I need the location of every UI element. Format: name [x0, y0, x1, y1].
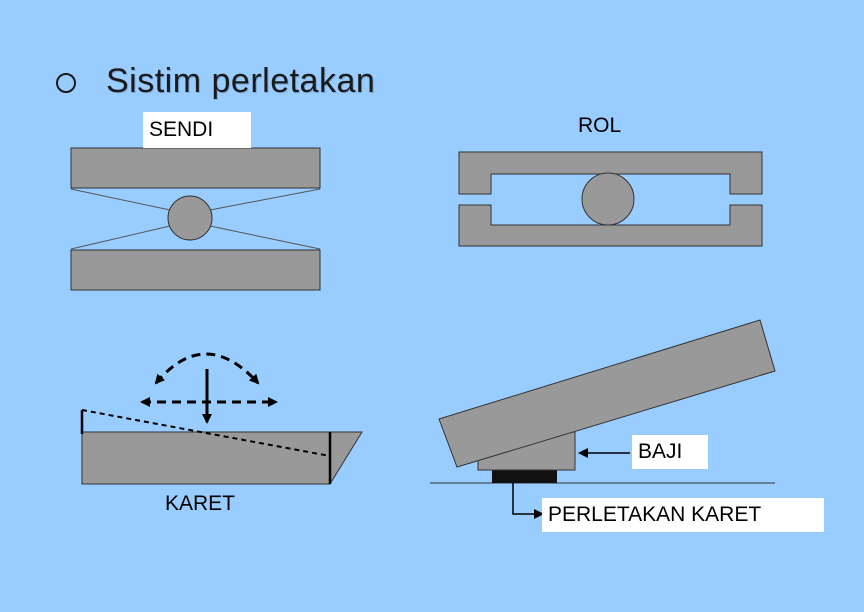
hinge-line	[209, 225, 321, 250]
rotation-arc-arrow	[154, 352, 260, 385]
bearing-pad	[492, 470, 557, 483]
hinge-pin	[167, 195, 213, 241]
bullet-circle-icon	[56, 72, 76, 93]
page-title: Sistim perletakan	[56, 62, 375, 101]
hinge-line	[70, 225, 171, 250]
wedge-support	[430, 319, 776, 519]
roller-support	[458, 151, 763, 247]
label-perletakan-karet: PERLETAKAN KARET	[542, 498, 824, 532]
label-sendi: SENDI	[143, 112, 251, 148]
inclined-beam	[438, 319, 776, 468]
roller-cylinder	[581, 172, 635, 226]
rubber-pad	[81, 431, 363, 485]
label-karet: KARET	[165, 492, 236, 515]
roller-bottom-frame	[458, 204, 763, 247]
label-rol: ROL	[578, 114, 622, 137]
hinge-line	[70, 188, 171, 211]
hinge-support	[70, 147, 321, 291]
rubber-support	[80, 352, 363, 485]
perletakan-karet-pointer-line	[512, 483, 544, 519]
hinge-top-plate	[70, 147, 321, 189]
label-baji: BAJI	[632, 435, 708, 469]
rotation-dashed-line	[81, 409, 331, 457]
hinge-bottom-plate	[70, 249, 321, 291]
title-text: Sistim perletakan	[106, 62, 376, 100]
hinge-line	[209, 188, 321, 211]
